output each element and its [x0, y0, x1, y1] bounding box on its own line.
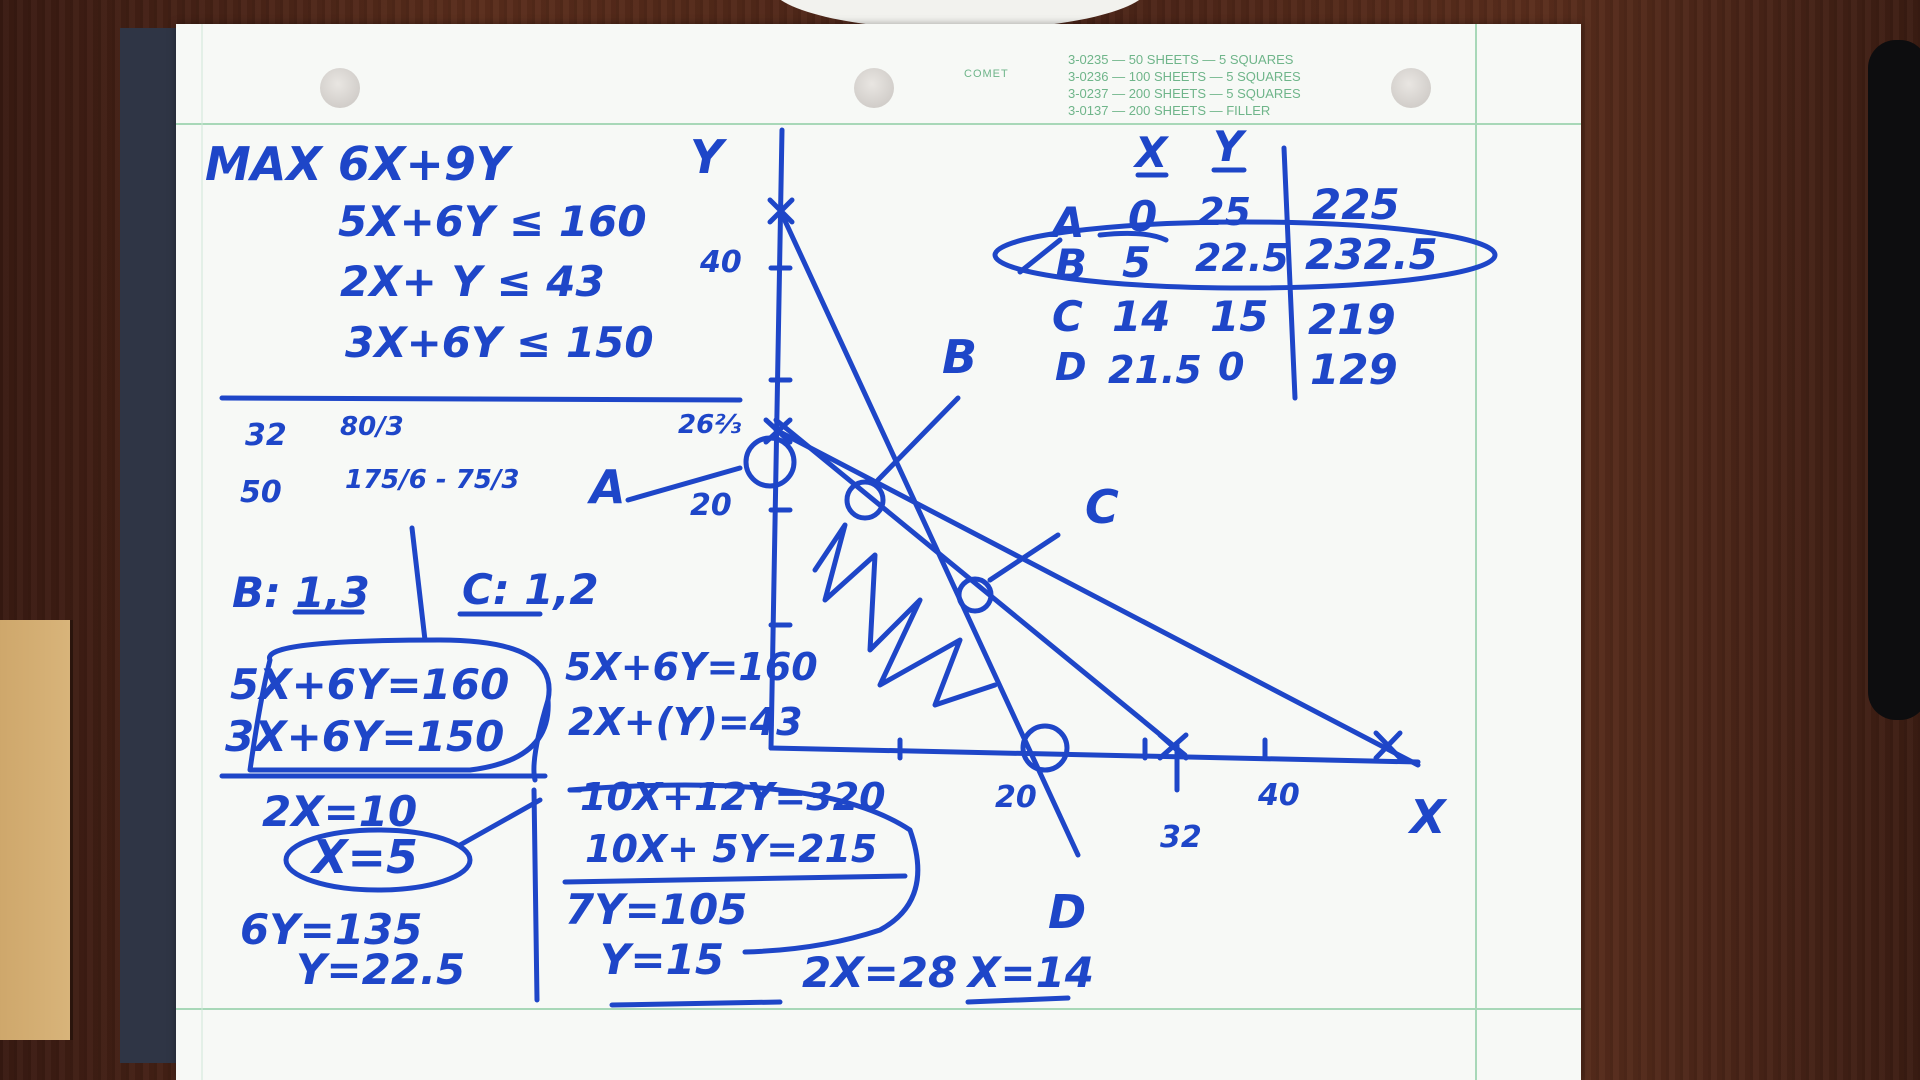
- table-cell-x: 5: [1122, 238, 1152, 287]
- feasible-region-squiggle: [812, 522, 998, 708]
- point-c-label: C: [1085, 480, 1119, 534]
- equation: 5X+6Y=160: [230, 660, 510, 709]
- constraint-line-3x-6y: [773, 427, 1421, 768]
- intercept-value: 26⅔: [678, 410, 742, 440]
- x-axis-line: [768, 745, 1421, 765]
- table-header-x: X: [1135, 128, 1168, 177]
- equation: 10X+ 5Y=215: [585, 827, 878, 871]
- table-cell-y: 15: [1210, 292, 1269, 341]
- point-d-label: D: [1048, 885, 1087, 939]
- brand-label: COMET: [964, 68, 1009, 80]
- optimal-row-circle: [992, 219, 1498, 291]
- table-cell-value: 232.5: [1305, 230, 1438, 279]
- point-a-label: A: [590, 460, 626, 514]
- equation: 7Y=105: [565, 885, 748, 934]
- answer-x: X=5: [312, 830, 419, 884]
- constraint-line-5x-6y: [773, 417, 1188, 758]
- intercept-value: 80/3: [340, 412, 404, 442]
- x-axis-label: X: [1410, 790, 1446, 844]
- leader-b: [875, 395, 961, 483]
- constraint-2: 2X+ Y ≤ 43: [340, 257, 605, 306]
- leader-a: [625, 465, 743, 503]
- table-row-label: C: [1052, 292, 1083, 341]
- table-divider: [1281, 145, 1298, 401]
- paper-lines: [176, 24, 1581, 1080]
- vertex-b-circle: [844, 479, 886, 521]
- y-tick-label: 40: [700, 245, 742, 280]
- spec-line: 3-0236 — 100 SHEETS — 5 SQUARES: [1068, 69, 1301, 84]
- paper-sheet: COMET 3-0235 — 50 SHEETS — 5 SQUARES 3-0…: [176, 24, 1581, 1080]
- constraint-line-2x-y: [777, 207, 1081, 858]
- table-cell-x: 14: [1112, 292, 1171, 341]
- pair-b-label: B: 1,3: [232, 568, 370, 617]
- equation: 6Y=135: [240, 905, 423, 954]
- table-cell-y: 25: [1198, 190, 1251, 234]
- punch-hole: [320, 68, 360, 108]
- punch-hole: [854, 68, 894, 108]
- table-cell-value: 219: [1308, 295, 1396, 344]
- table-cell-x: 21.5: [1108, 348, 1202, 392]
- paper-spec: 3-0235 — 50 SHEETS — 5 SQUARES 3-0236 — …: [1068, 51, 1301, 119]
- intercept-value: 175/6 - 75/3: [345, 465, 520, 495]
- spec-line: 3-0237 — 200 SHEETS — 5 SQUARES: [1068, 86, 1301, 101]
- intercept-value: 32: [245, 418, 287, 453]
- divider-line: [219, 395, 743, 403]
- vertex-a-circle: [743, 435, 797, 489]
- spec-line: 3-0235 — 50 SHEETS — 5 SQUARES: [1068, 52, 1294, 67]
- vertex-d-circle: [1020, 723, 1070, 773]
- answer-y: Y=22.5: [296, 945, 466, 994]
- constraint-3: 3X+6Y ≤ 150: [345, 318, 654, 367]
- equation: 2X+(Y)=43: [568, 700, 803, 744]
- point-b-label: B: [942, 330, 978, 384]
- equation: 5X+6Y=160: [565, 645, 818, 689]
- x-tick-label: 20: [995, 780, 1037, 815]
- equation: 2X=28: [802, 948, 958, 997]
- equation: 2X=10: [262, 787, 418, 836]
- equation: 3X+6Y=150: [225, 712, 505, 761]
- vertex-c-circle: [956, 576, 994, 614]
- y-axis-label: Y: [690, 130, 724, 184]
- table-cell-value: 225: [1312, 180, 1400, 229]
- wood-block: [0, 620, 73, 1040]
- table-header-y: Y: [1213, 122, 1244, 171]
- table-cell-y: 22.5: [1195, 236, 1289, 280]
- pair-c-label: C: 1,2: [462, 565, 599, 614]
- punch-hole: [1391, 68, 1431, 108]
- intercept-value: 50: [240, 475, 282, 510]
- answer-x-c: X=14: [968, 948, 1095, 997]
- phone: [1868, 40, 1920, 720]
- table-cell-x: 0: [1128, 192, 1158, 241]
- answer-x-circle: [283, 827, 473, 893]
- table-row-label: A: [1052, 198, 1085, 247]
- binder-edge: [120, 28, 180, 1063]
- constraint-1: 5X+6Y ≤ 160: [338, 197, 647, 246]
- answer-y-c: Y=15: [600, 935, 725, 984]
- x-tick-label: 32: [1160, 820, 1202, 855]
- table-cell-y: 0: [1218, 345, 1245, 389]
- leader-c: [987, 532, 1061, 583]
- equation: 10X+12Y=320: [580, 775, 886, 819]
- objective-text: MAX 6X+9Y: [205, 137, 510, 191]
- x-tick-label: 40: [1258, 778, 1300, 813]
- table-cell-value: 129: [1310, 345, 1398, 394]
- spec-line: 3-0137 — 200 SHEETS — FILLER: [1068, 103, 1271, 118]
- divider-line: [409, 525, 428, 643]
- y-tick-label: 20: [690, 488, 732, 523]
- table-row-label: B: [1055, 240, 1088, 289]
- table-row-label: D: [1055, 345, 1087, 389]
